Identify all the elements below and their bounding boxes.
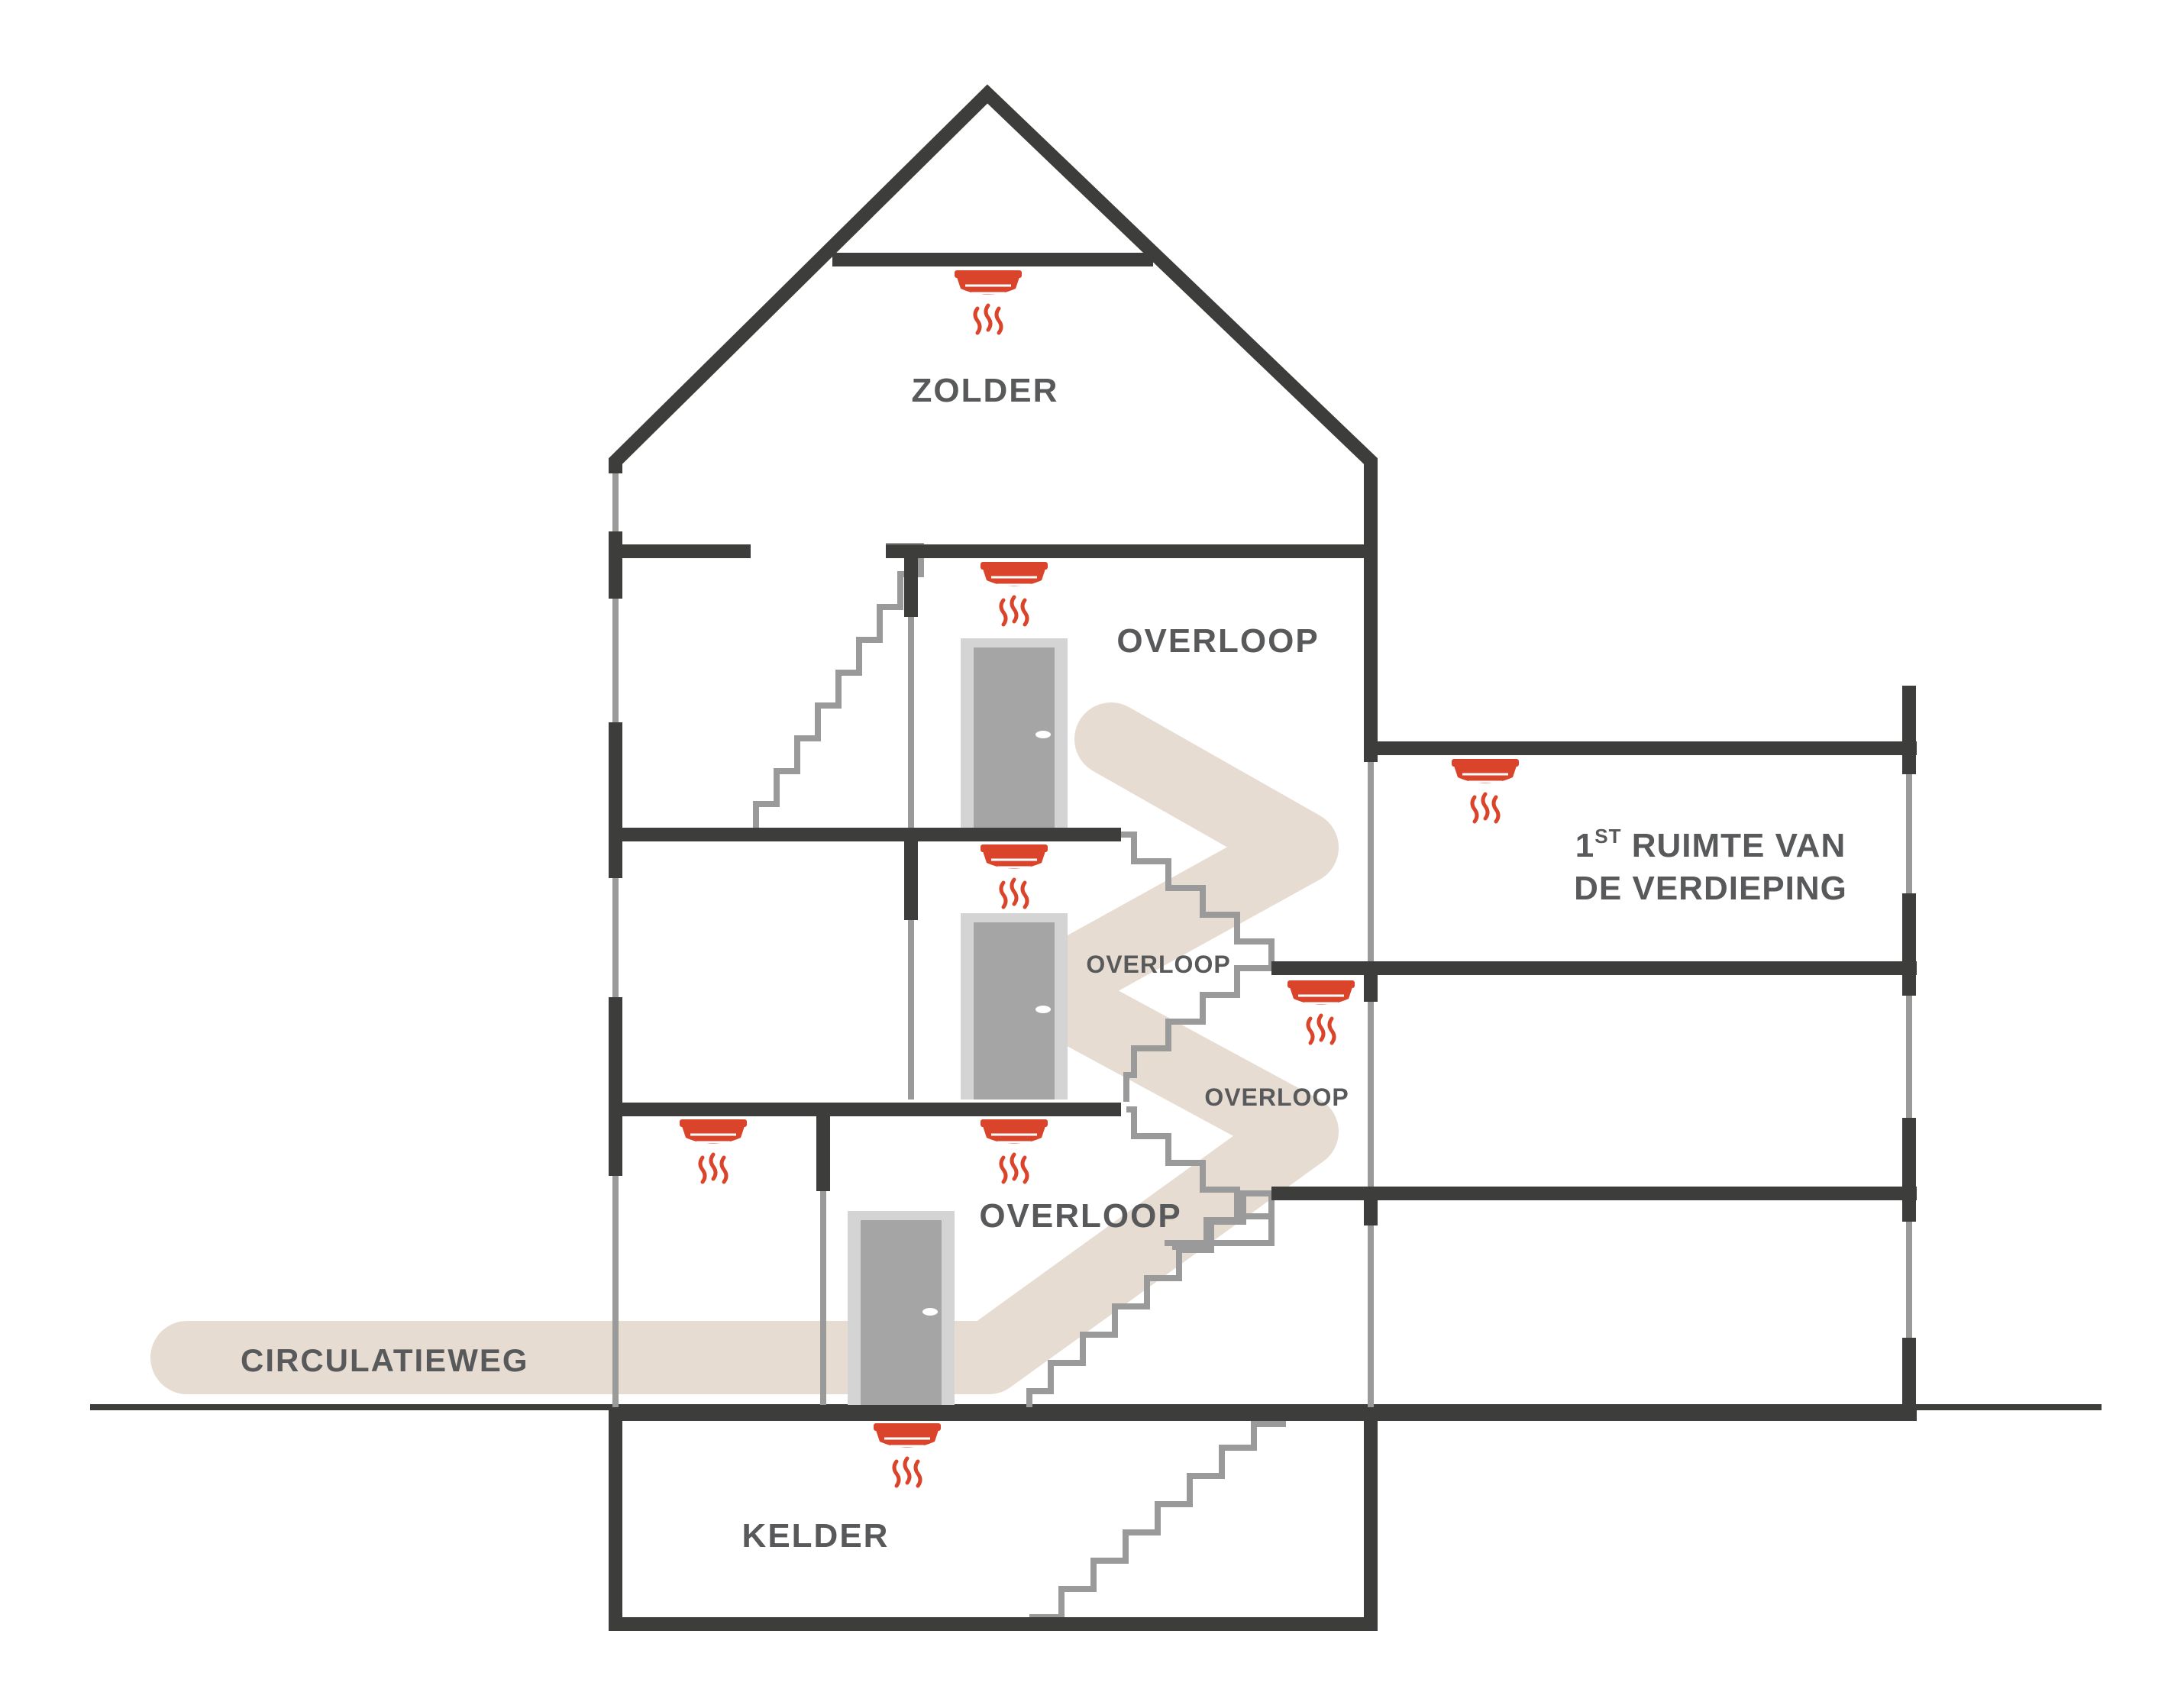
- door-icon: [961, 638, 1068, 834]
- thick-walls: [609, 84, 1917, 1631]
- thin-walls: [612, 473, 1912, 1407]
- door-icon: [961, 913, 1068, 1100]
- smoke-detector-icon: [680, 1119, 747, 1182]
- label-first-room-line2: DE VERDIEPING: [1574, 870, 1847, 907]
- label-basement: KELDER: [742, 1517, 890, 1555]
- label-first-room-line1: 1ST RUIMTE VAN: [1575, 825, 1846, 864]
- stairs-upper: [1121, 832, 1310, 1102]
- label-circulation-route: CIRCULATIEWEG: [241, 1342, 529, 1378]
- smoke-detector-icon: [1452, 759, 1519, 822]
- smoke-detector-icon: [981, 1119, 1048, 1182]
- label-landing-top: OVERLOOP: [1116, 622, 1319, 660]
- smoke-detector-icon: [955, 270, 1022, 333]
- label-landing-mid-1: OVERLOOP: [1086, 951, 1230, 978]
- label-landing-ground: OVERLOOP: [979, 1197, 1181, 1235]
- smoke-detector-icon: [981, 844, 1048, 907]
- stairs-basement: [1029, 1421, 1286, 1620]
- stairs-ground: [1026, 1190, 1275, 1407]
- door-icon: [848, 1211, 955, 1405]
- smoke-detector-icon: [1287, 980, 1355, 1043]
- labels: ZOLDER OVERLOOP OVERLOOP OVERLOOP OVERLO…: [241, 372, 1847, 1555]
- label-attic: ZOLDER: [912, 372, 1059, 409]
- roof: [609, 84, 1378, 762]
- stairs-attic: [753, 543, 924, 834]
- smoke-detector-icon: [981, 562, 1048, 625]
- smoke-detector-icon: [874, 1423, 941, 1486]
- doors: [848, 638, 1068, 1405]
- label-landing-mid-2: OVERLOOP: [1204, 1083, 1349, 1111]
